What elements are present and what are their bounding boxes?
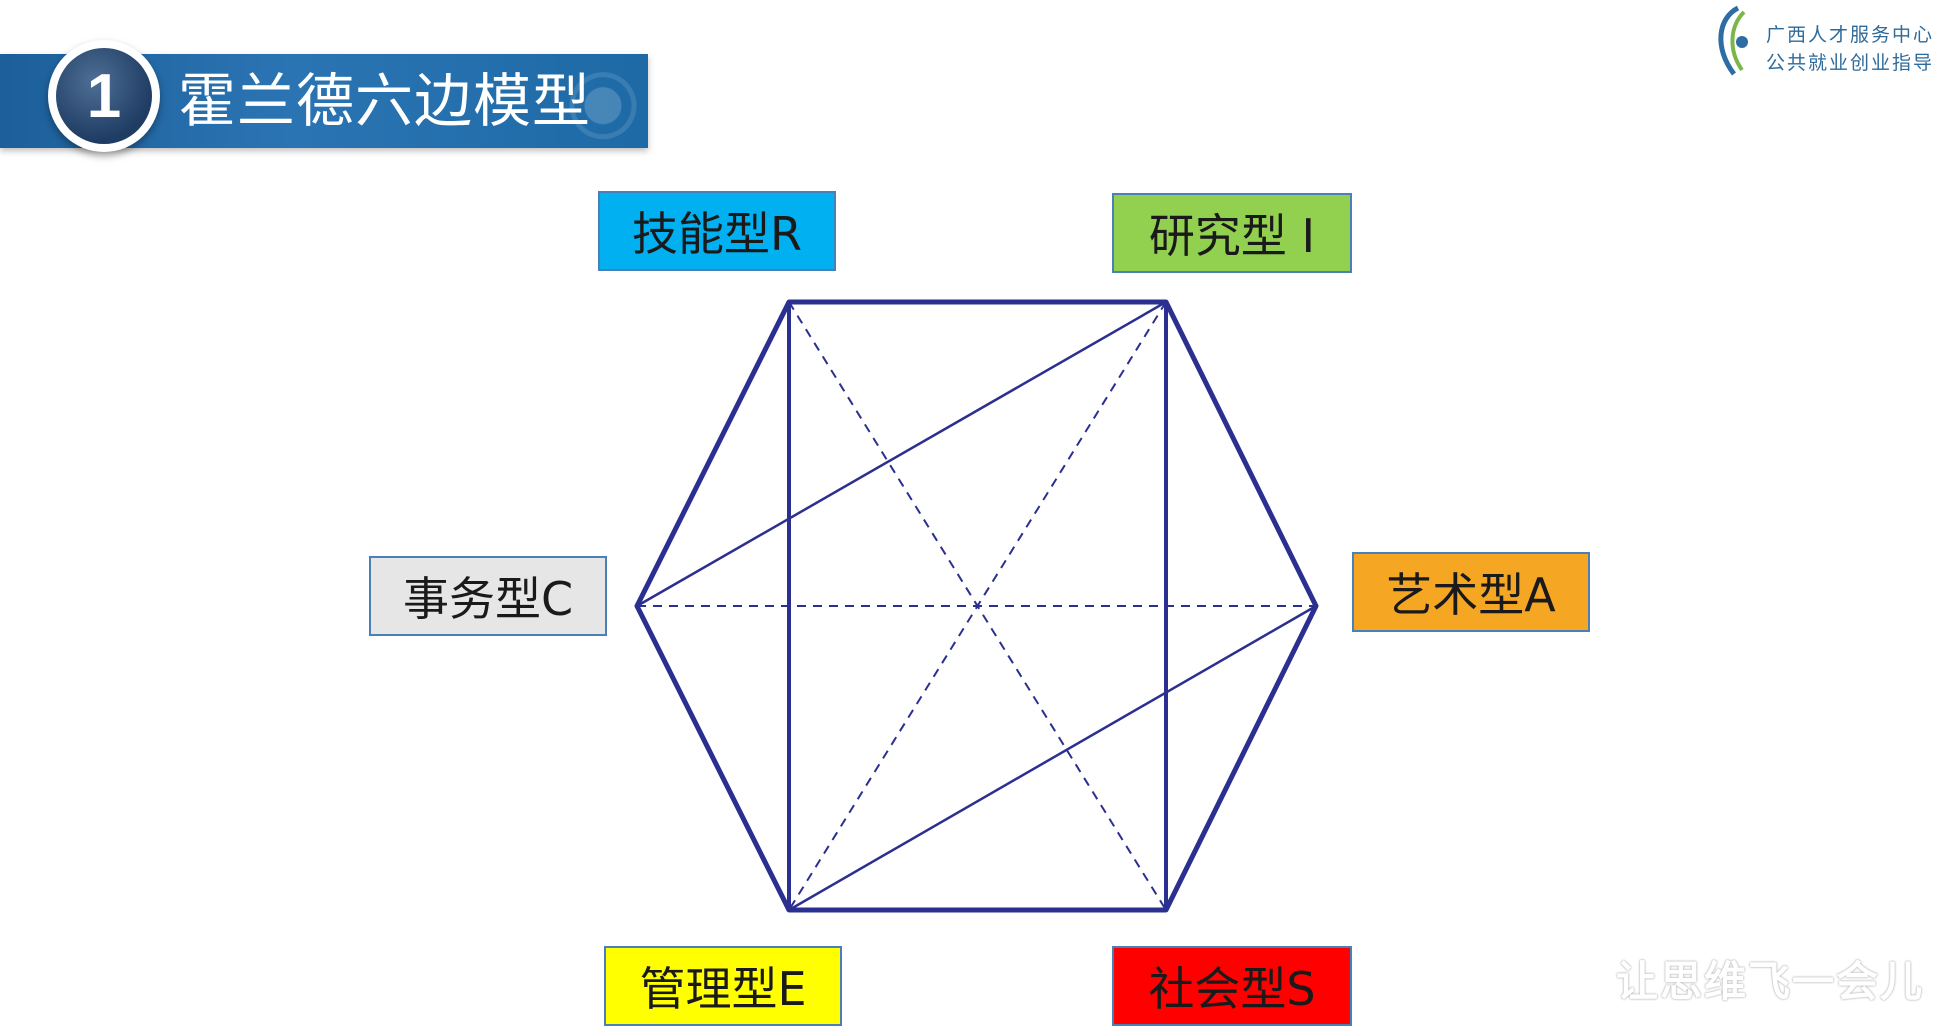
- hexagon-outline: [634, 299, 1319, 913]
- section-number-badge: 1: [48, 40, 160, 152]
- logo-text-line2: 公共就业创业指导: [1766, 52, 1935, 74]
- logo-text-line1: 广西人才服务中心: [1766, 24, 1935, 46]
- dashed-line-I-E: [788, 301, 1167, 911]
- type-box-investigative: 研究型 I: [1112, 193, 1352, 273]
- type-box-social: 社会型S: [1112, 946, 1352, 1026]
- type-box-realistic: 技能型R: [598, 191, 836, 271]
- logo-emblem-icon: [1718, 5, 1748, 76]
- organization-logo: 广西人才服务中心 公共就业创业指导: [1708, 4, 1944, 78]
- hexagon-solid-chords: [636, 300, 1317, 912]
- type-box-enterprising: 管理型E: [604, 946, 842, 1026]
- chord-E-A: [788, 604, 1317, 912]
- watermark-text: 让思维飞一会儿: [1616, 957, 1925, 1006]
- section-number: 1: [56, 48, 152, 144]
- type-box-artistic: 艺术型A: [1352, 552, 1590, 632]
- type-box-conventional: 事务型C: [369, 556, 607, 636]
- banner-decoration: [498, 54, 648, 148]
- hexagon-dashed-diagonals: [637, 301, 1316, 911]
- chord-C-I: [636, 300, 1167, 608]
- page-title: 霍兰德六边模型: [178, 67, 592, 135]
